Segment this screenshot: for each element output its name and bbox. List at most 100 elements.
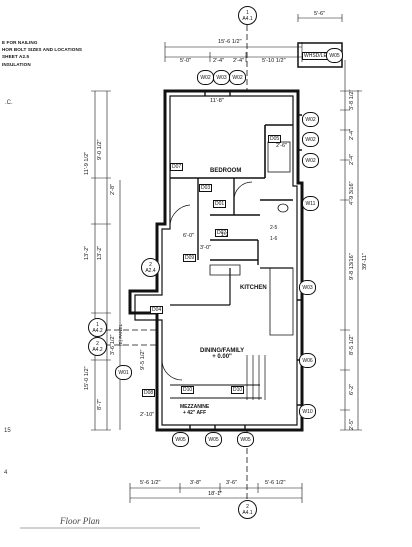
window-tag: W02: [302, 112, 319, 127]
section-number: 2: [96, 340, 99, 347]
dimension-text: 2'-4": [233, 58, 245, 64]
dimension-text: 3'-8": [190, 480, 202, 486]
room-level: + 42" AFF: [183, 410, 207, 416]
dimension-text: 13'-2": [84, 245, 90, 260]
interior-wall: [170, 267, 293, 306]
door-tag: D02: [215, 229, 229, 237]
window-tag: W02: [302, 132, 319, 147]
window-tag: W02: [197, 70, 214, 85]
dimension-line: [340, 60, 362, 431]
dimension-text: 8'-5 1/2": [349, 334, 355, 355]
dimension-line: [129, 483, 303, 503]
door-tag: D04: [150, 306, 164, 314]
dimension-text: 3'-0": [200, 245, 212, 251]
small-tag: 1-3: [221, 232, 229, 238]
section-number: 2: [246, 503, 249, 510]
door-tag: D01: [213, 200, 227, 208]
dimension-text: 2'-10": [140, 412, 155, 418]
window-tag: W05: [205, 432, 222, 447]
dimension-text: 5'-10 1/2": [262, 58, 286, 64]
dimension-text: 3'-6 1/2": [110, 334, 116, 355]
dimension-text: 3'-8 1/2": [349, 89, 355, 110]
dimension-text: 9'-8 13/16": [349, 253, 355, 280]
dimension-text: 4'-9 3/16": [349, 181, 355, 205]
dimension-text: 5'-6": [314, 11, 326, 17]
section-marker-left-a: 1 A4.2: [88, 318, 107, 337]
panel-label: (E) PANEL: [118, 323, 123, 346]
window-tag: W05: [172, 432, 189, 447]
section-number: 2: [149, 261, 152, 268]
dimension-line: [297, 14, 343, 22]
door-tag: D03: [199, 184, 213, 192]
dimension-text: 5'-0": [180, 58, 192, 64]
dimension-text: 9'-0 1/2": [97, 139, 103, 160]
dimension-line: [91, 177, 111, 361]
window-tag: W05: [237, 432, 254, 447]
dimension-text: 15'-0 1/2": [84, 366, 90, 390]
dimension-overall-bottom: 18'-1": [208, 491, 223, 497]
door-swing: [233, 181, 253, 201]
dimension-text: 39'-11": [362, 253, 368, 270]
room-label-kitchen: KITCHEN: [240, 285, 267, 291]
dimension-text: 2'-4": [349, 153, 355, 165]
general-note: SHEET A2.5: [2, 54, 30, 59]
kitchen-counter: [269, 267, 294, 336]
dimension-text: 2'-4": [349, 128, 355, 140]
dimension-text: 2'-5": [349, 418, 355, 430]
window-tag: W01: [115, 365, 132, 380]
interior-wall: [197, 178, 293, 260]
room-label-mezzanine: MEZZANINE + 42" AFF: [180, 404, 209, 416]
dimension-text: 6'-2": [349, 383, 355, 395]
room-name: MEZZANINE: [180, 404, 210, 410]
room-label-bedroom: BEDROOM: [210, 168, 242, 174]
window-tag: W03: [213, 70, 230, 85]
dimension-text: 11'-8": [210, 98, 224, 104]
margin-mark: .C.: [5, 100, 13, 106]
kitchen-counter: [209, 264, 241, 276]
small-tag: 1-6: [270, 236, 278, 242]
dimension-text: 3'-6": [226, 480, 238, 486]
margin-mark: 15: [4, 428, 11, 434]
interior-wall: [210, 239, 259, 265]
window-tag: W10: [299, 404, 316, 419]
window-tag: W11: [302, 196, 319, 211]
window-tag: W02: [229, 70, 246, 85]
dimension-text: 2'-6": [276, 143, 288, 149]
door-tag: D10: [181, 386, 195, 394]
stair: [246, 355, 266, 400]
section-marker-top: 1 A4.1: [238, 6, 257, 25]
window-tag: W03: [299, 280, 316, 295]
window-tag: W06: [299, 353, 316, 368]
dimension-line: [340, 109, 350, 411]
interior-wall: [170, 124, 293, 179]
door-tag: D08: [142, 389, 156, 397]
dimension-text: 13'-2": [97, 245, 103, 260]
room-label-dining: DINING/FAMILY + 0.00": [200, 348, 244, 360]
door-tag: D07: [170, 163, 184, 171]
section-number: 1: [96, 321, 99, 328]
dimension-text: 8'-7": [97, 398, 103, 410]
dimension-line: [91, 90, 121, 431]
dimension-text: 5'-6 1/2": [140, 480, 161, 486]
section-sheet: A4.2: [92, 346, 103, 353]
room-name: DINING/FAMILY: [200, 348, 245, 354]
dimension-text: 2'-8": [110, 183, 116, 195]
door-tag: D10: [231, 386, 245, 394]
drawing-title: Floor Plan: [60, 516, 100, 526]
dimension-text: 11'-9 1/2": [84, 151, 90, 175]
dimension-text: 9'-5 1/2": [140, 349, 146, 370]
general-note: E FOR NAILING: [2, 40, 38, 45]
margin-mark: 4: [4, 470, 8, 476]
room-level: + 0.00": [212, 354, 232, 360]
dimension-overall-top: 15'-6 1/2": [218, 39, 242, 45]
door-tag: D09: [183, 254, 197, 262]
section-marker-left-b: 2 A4.2: [88, 337, 107, 356]
section-sheet: A4.1: [242, 509, 253, 516]
toilet: [277, 203, 289, 213]
general-note: HOR BOLT SIZES AND LOCATIONS: [2, 47, 83, 52]
door-swing: [161, 359, 183, 381]
dimension-text: 6'-0": [183, 233, 195, 239]
exterior-wall-inner: [134, 95, 298, 426]
section-number: 1: [246, 9, 249, 16]
